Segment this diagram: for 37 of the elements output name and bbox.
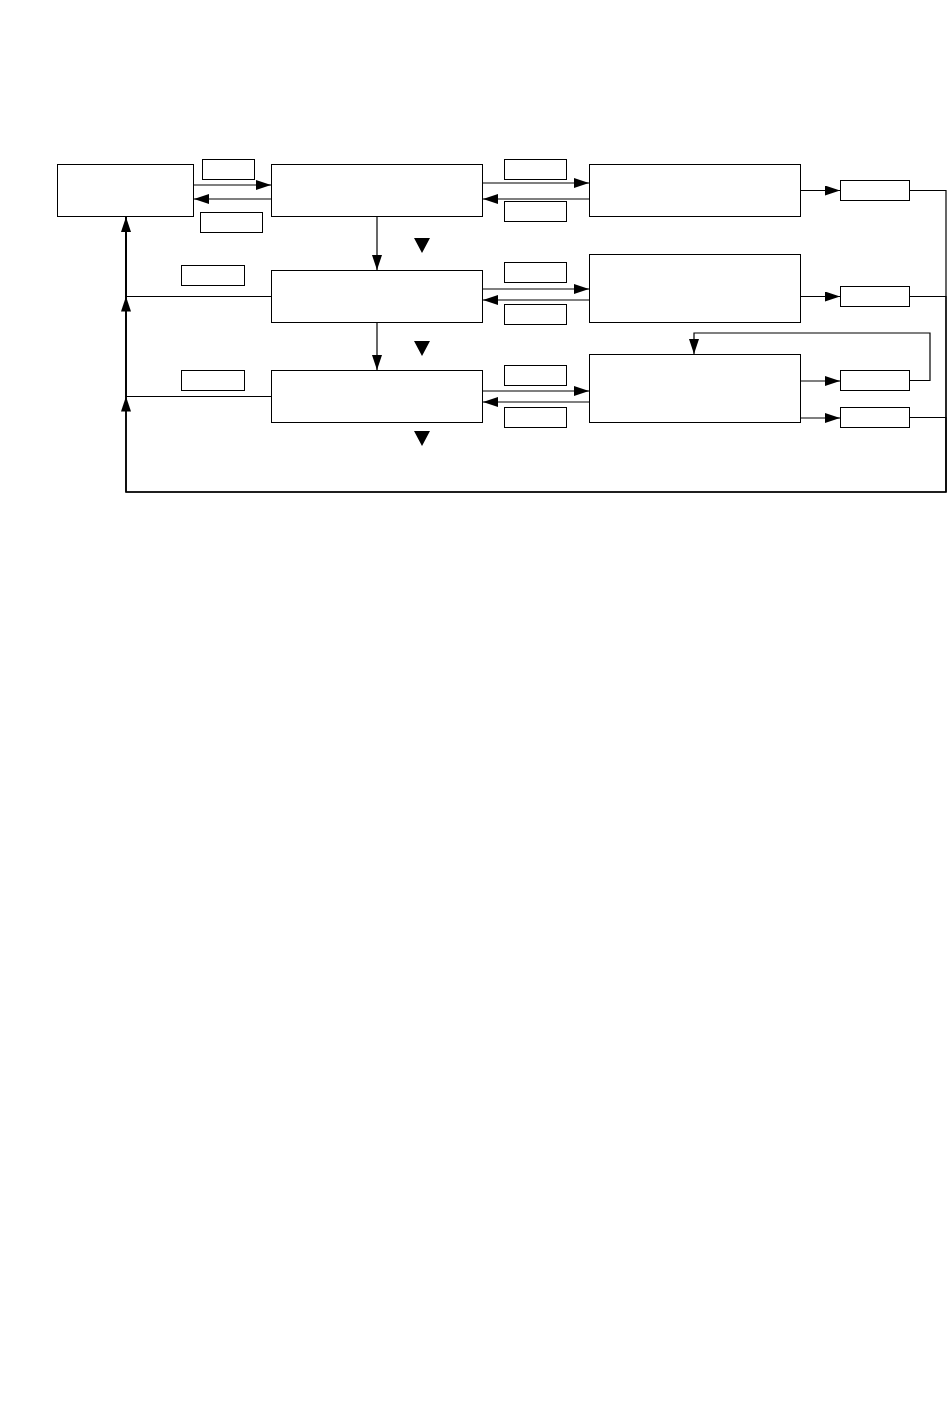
- output-box: [840, 407, 910, 428]
- arrow: [482, 284, 590, 294]
- process-box: [589, 164, 801, 217]
- label-box: [202, 159, 255, 180]
- label-box: [504, 407, 567, 428]
- label-box: [504, 262, 567, 283]
- arrow: [482, 194, 590, 204]
- arrow: [193, 194, 272, 204]
- arrow: [482, 178, 590, 188]
- arrow: [482, 397, 590, 407]
- label-box: [181, 265, 245, 286]
- arrow: [800, 291, 841, 302]
- label-box: [504, 201, 567, 222]
- label-box: [504, 304, 567, 325]
- label-box: [181, 370, 245, 391]
- arrow: [689, 332, 931, 382]
- output-box: [840, 370, 910, 391]
- arrow: [193, 180, 272, 190]
- process-box: [271, 370, 483, 423]
- process-box: [57, 164, 194, 217]
- arrow: [121, 189, 947, 493]
- arrow: [372, 322, 430, 371]
- label-box: [200, 212, 263, 233]
- process-box: [271, 270, 483, 323]
- output-box: [840, 180, 910, 201]
- arrow: [372, 216, 430, 271]
- process-box: [589, 254, 801, 323]
- arrow: [800, 413, 841, 423]
- process-box: [589, 354, 801, 423]
- output-box: [840, 286, 910, 307]
- label-box: [504, 159, 567, 180]
- process-box: [271, 164, 483, 217]
- arrow: [800, 376, 841, 386]
- arrow: [482, 386, 590, 396]
- arrow: [800, 185, 841, 196]
- label-box: [504, 365, 567, 386]
- arrow: [482, 295, 590, 305]
